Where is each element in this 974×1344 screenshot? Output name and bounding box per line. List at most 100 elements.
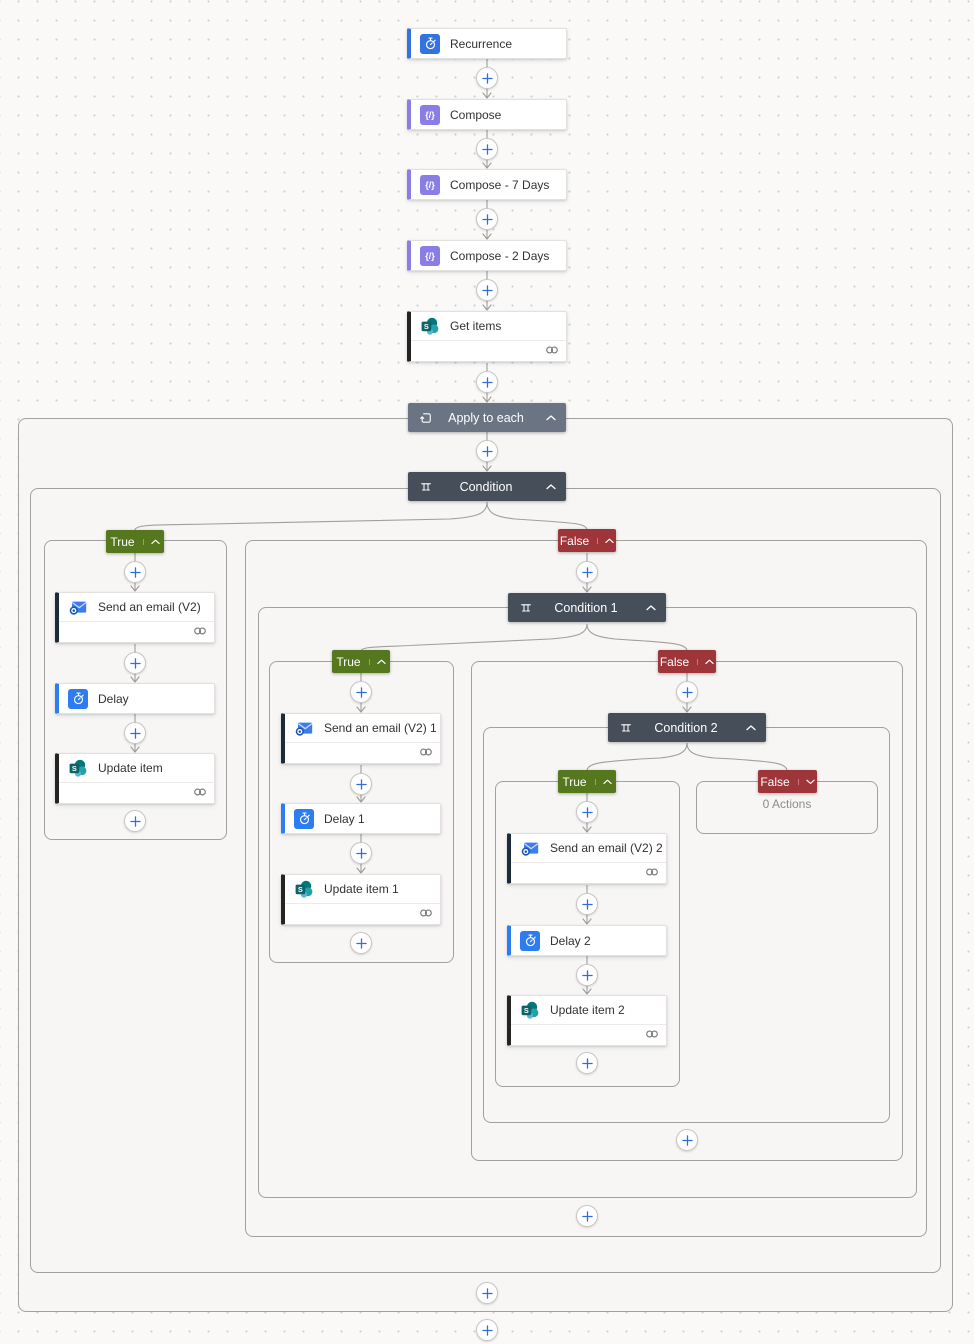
add-action-button[interactable] xyxy=(476,371,498,393)
action-card-send-an-email-v2-2[interactable]: Send an email (V2) 2 xyxy=(507,833,667,884)
add-action-button[interactable] xyxy=(576,964,598,986)
connection-icon xyxy=(193,623,207,641)
condition-false-badge[interactable]: False xyxy=(558,529,616,552)
add-action-button[interactable] xyxy=(350,681,372,703)
action-card-send-an-email-v2-1[interactable]: Send an email (V2) 1 xyxy=(281,713,441,764)
outlook-icon xyxy=(520,838,540,858)
compose-braces-icon: {/} xyxy=(420,245,440,266)
action-card-delay-2[interactable]: Delay 2 xyxy=(507,925,667,956)
sharepoint-icon xyxy=(294,879,314,899)
branch-icon xyxy=(518,600,534,616)
condition-1-false-badge[interactable]: False xyxy=(658,650,716,673)
add-action-button[interactable] xyxy=(576,893,598,915)
condition-1-true-badge[interactable]: True xyxy=(332,650,390,673)
add-action-button[interactable] xyxy=(124,810,146,832)
action-card-send-an-email-v2[interactable]: Send an email (V2) xyxy=(55,592,215,643)
add-action-button[interactable] xyxy=(476,440,498,462)
add-action-button[interactable] xyxy=(124,561,146,583)
action-label: Send an email (V2) 1 xyxy=(324,721,437,735)
action-label: Compose - 7 Days xyxy=(450,177,550,192)
scope-label: Condition 2 xyxy=(654,720,718,735)
chevron-up-icon[interactable] xyxy=(142,538,160,545)
badge-label: False xyxy=(760,774,790,789)
badge-label: True xyxy=(336,654,361,669)
apply-to-each-header[interactable]: Apply to each xyxy=(408,403,566,432)
chevron-up-icon[interactable] xyxy=(368,658,386,665)
condition-header[interactable]: Condition xyxy=(408,472,566,501)
chevron-up-icon[interactable] xyxy=(697,658,714,665)
sharepoint-icon xyxy=(68,758,88,778)
outlook-icon xyxy=(294,718,314,738)
connection-icon xyxy=(645,1026,659,1044)
chevron-down-icon[interactable] xyxy=(797,778,815,785)
add-action-button[interactable] xyxy=(350,842,372,864)
outlook-icon xyxy=(68,597,88,617)
action-label: Compose xyxy=(450,107,502,122)
action-label: Get items xyxy=(450,319,502,333)
connection-icon xyxy=(419,905,433,923)
action-label: Send an email (V2) 2 xyxy=(550,841,663,855)
chevron-up-icon[interactable] xyxy=(594,778,612,785)
action-label: Update item xyxy=(98,761,163,775)
add-action-button[interactable] xyxy=(476,208,498,230)
add-action-button[interactable] xyxy=(476,138,498,160)
scope-label: Apply to each xyxy=(448,410,524,425)
add-action-button[interactable] xyxy=(476,279,498,301)
branch-icon xyxy=(418,479,434,495)
add-action-button[interactable] xyxy=(350,773,372,795)
condition-2-header[interactable]: Condition 2 xyxy=(608,713,766,742)
add-action-button[interactable] xyxy=(676,681,698,703)
action-card-compose-7-days[interactable]: {/} Compose - 7 Days xyxy=(407,169,567,200)
add-action-button[interactable] xyxy=(576,561,598,583)
condition-true-badge[interactable]: True xyxy=(106,530,164,553)
action-label: Delay xyxy=(98,691,129,706)
condition-2-true-badge[interactable]: True xyxy=(558,770,616,793)
chevron-up-icon[interactable] xyxy=(546,484,556,490)
badge-label: False xyxy=(659,654,690,669)
delay-stopwatch-icon xyxy=(520,930,540,951)
empty-branch-label: 0 Actions xyxy=(762,797,812,811)
add-action-button[interactable] xyxy=(576,1205,598,1227)
trigger-card-recurrence[interactable]: Recurrence xyxy=(407,28,567,59)
scope-label: Condition xyxy=(459,479,513,494)
compose-braces-icon: {/} xyxy=(420,174,440,195)
add-action-button[interactable] xyxy=(124,722,146,744)
add-action-button[interactable] xyxy=(476,67,498,89)
loop-icon xyxy=(418,410,434,426)
sharepoint-icon xyxy=(420,316,440,336)
add-action-button[interactable] xyxy=(476,1319,498,1341)
add-action-button[interactable] xyxy=(350,932,372,954)
scope-label: Condition 1 xyxy=(554,600,618,615)
condition-1-header[interactable]: Condition 1 xyxy=(508,593,666,622)
add-action-button[interactable] xyxy=(576,801,598,823)
trigger-label: Recurrence xyxy=(450,36,513,51)
action-label: Delay 2 xyxy=(550,933,591,948)
sharepoint-icon xyxy=(520,1000,540,1020)
delay-stopwatch-icon xyxy=(294,808,314,829)
chevron-up-icon[interactable] xyxy=(597,537,614,544)
add-action-button[interactable] xyxy=(576,1052,598,1074)
action-card-delay-1[interactable]: Delay 1 xyxy=(281,803,441,834)
badge-label: False xyxy=(559,533,590,548)
recurrence-stopwatch-icon xyxy=(420,33,440,54)
action-card-compose[interactable]: {/} Compose xyxy=(407,99,567,130)
action-card-update-item-2[interactable]: Update item 2 xyxy=(507,995,667,1046)
badge-label: True xyxy=(110,534,135,549)
action-card-update-item-1[interactable]: Update item 1 xyxy=(281,874,441,925)
compose-braces-icon: {/} xyxy=(420,104,440,125)
action-card-delay[interactable]: Delay xyxy=(55,683,215,714)
chevron-up-icon[interactable] xyxy=(646,605,656,611)
chevron-up-icon[interactable] xyxy=(546,415,556,421)
action-card-compose-2-days[interactable]: {/} Compose - 2 Days xyxy=(407,240,567,271)
badge-label: True xyxy=(562,774,587,789)
chevron-up-icon[interactable] xyxy=(746,725,756,731)
add-action-button[interactable] xyxy=(476,1282,498,1304)
condition-2-false-badge[interactable]: False xyxy=(758,770,817,793)
action-card-get-items[interactable]: Get items xyxy=(407,311,567,362)
add-action-button[interactable] xyxy=(676,1129,698,1151)
action-card-update-item[interactable]: Update item xyxy=(55,753,215,804)
add-action-button[interactable] xyxy=(124,652,146,674)
action-label: Delay 1 xyxy=(324,811,365,826)
connection-icon xyxy=(545,342,559,360)
connection-icon xyxy=(193,784,207,802)
